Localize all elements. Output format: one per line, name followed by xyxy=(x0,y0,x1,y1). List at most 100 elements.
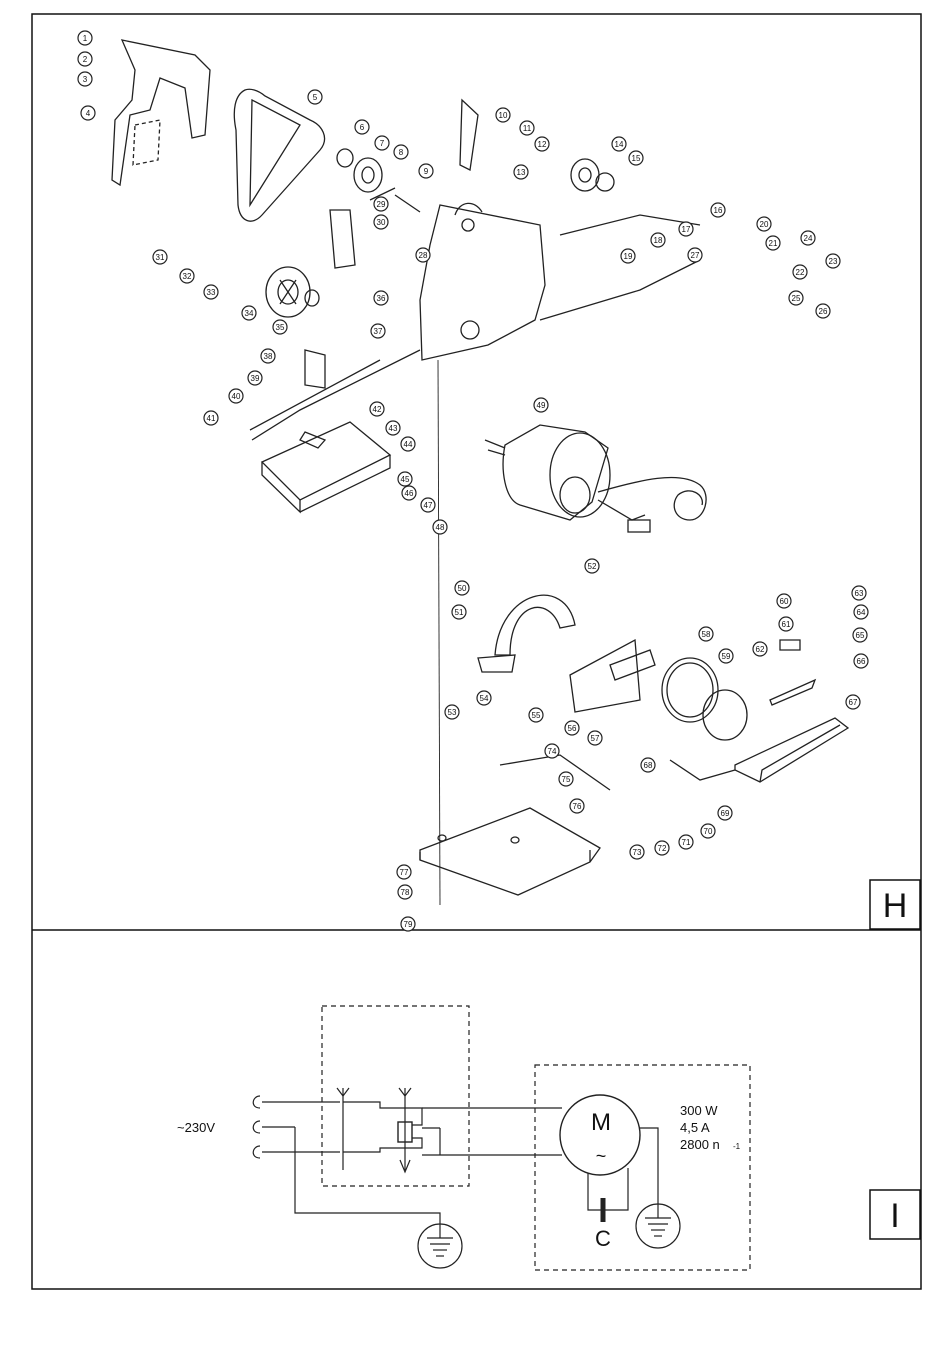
callout-number: 79 xyxy=(404,920,413,929)
panel-i-letter: I xyxy=(890,1197,899,1235)
disc-1 xyxy=(662,658,718,722)
callout-number: 36 xyxy=(377,294,386,303)
callout-number: 1 xyxy=(83,34,88,43)
callout-number: 6 xyxy=(360,123,365,132)
callout-number: 34 xyxy=(245,309,254,318)
callout-number: 66 xyxy=(857,657,866,666)
pulley-2 xyxy=(571,159,599,191)
capacitor-label: C xyxy=(595,1226,611,1251)
callout-number: 41 xyxy=(207,414,216,423)
callout-number: 27 xyxy=(691,251,700,260)
ground-symbol-motor xyxy=(636,1204,680,1248)
callout-number: 63 xyxy=(855,589,864,598)
callout-number: 58 xyxy=(702,630,711,639)
callout-number: 51 xyxy=(455,608,464,617)
callout-number: 46 xyxy=(405,489,414,498)
callout-number: 11 xyxy=(523,124,532,133)
base-plate xyxy=(420,808,600,895)
tool-rest xyxy=(262,422,390,500)
callout-number: 19 xyxy=(624,252,633,261)
callout-number: 23 xyxy=(829,257,838,266)
callout-number: 47 xyxy=(424,501,433,510)
callout-number: 9 xyxy=(424,167,429,176)
callout-number: 70 xyxy=(704,827,713,836)
pulley-1 xyxy=(354,158,382,192)
callout-number: 77 xyxy=(400,868,409,877)
callout-number: 5 xyxy=(313,93,318,102)
callout-number: 15 xyxy=(632,154,641,163)
ground-symbol-supply xyxy=(418,1224,462,1268)
callout-number: 48 xyxy=(436,523,445,532)
callout-number: 78 xyxy=(401,888,410,897)
supply-voltage-label: ~230V xyxy=(177,1120,215,1135)
callout-number: 24 xyxy=(804,234,813,243)
callout-number: 8 xyxy=(399,148,404,157)
callout-number: 49 xyxy=(537,401,546,410)
callout-number: 57 xyxy=(591,734,600,743)
callout-number: 55 xyxy=(532,711,541,720)
callout-number: 62 xyxy=(756,645,765,654)
callout-number: 69 xyxy=(721,809,730,818)
switch-box xyxy=(322,1006,469,1186)
callout-number: 17 xyxy=(682,225,691,234)
callout-number: 28 xyxy=(419,251,428,260)
callout-number: 75 xyxy=(562,775,571,784)
callout-number: 3 xyxy=(83,75,88,84)
callout-number: 56 xyxy=(568,724,577,733)
callout-number: 26 xyxy=(819,307,828,316)
callout-number: 39 xyxy=(251,374,260,383)
callout-number: 52 xyxy=(588,562,597,571)
callout-number: 37 xyxy=(374,327,383,336)
callout-number: 21 xyxy=(769,239,778,248)
callout-number: 53 xyxy=(448,708,457,717)
callout-number: 30 xyxy=(377,218,386,227)
callout-number: 72 xyxy=(658,844,667,853)
callout-number: 45 xyxy=(401,475,410,484)
callout-number: 67 xyxy=(849,698,858,707)
callout-number: 59 xyxy=(722,652,731,661)
callout-number: 74 xyxy=(548,747,557,756)
callout-number: 50 xyxy=(458,584,467,593)
callout-number: 14 xyxy=(615,140,624,149)
callout-number: 76 xyxy=(573,802,582,811)
callout-number: 71 xyxy=(682,838,691,847)
callout-number: 4 xyxy=(86,109,91,118)
callout-number: 64 xyxy=(857,608,866,617)
belt xyxy=(234,89,324,221)
motor-speed-spec: 2800 n xyxy=(680,1137,720,1152)
motor-power-spec: 300 W xyxy=(680,1103,718,1118)
callout-number: 25 xyxy=(792,294,801,303)
callout-number: 32 xyxy=(183,272,192,281)
right-work-rest xyxy=(735,718,848,782)
callout-number: 20 xyxy=(760,220,769,229)
callout-number: 43 xyxy=(389,424,398,433)
callout-number: 40 xyxy=(232,392,241,401)
plug-pin-3 xyxy=(253,1146,275,1158)
motor-symbol-label: M xyxy=(591,1109,611,1136)
callout-number: 18 xyxy=(654,236,663,245)
motor-box xyxy=(535,1065,750,1270)
wiring-diagram xyxy=(253,1006,750,1270)
callout-number: 13 xyxy=(517,168,526,177)
motor-speed-exponent: -1 xyxy=(733,1142,741,1151)
callout-number: 61 xyxy=(782,620,791,629)
callout-number: 38 xyxy=(264,352,273,361)
callout-number: 68 xyxy=(644,761,653,770)
callout-number: 29 xyxy=(377,200,386,209)
exploded-parts-drawing xyxy=(112,40,848,905)
callout-number: 10 xyxy=(499,111,508,120)
callout-number: 33 xyxy=(207,288,216,297)
callout-number: 42 xyxy=(373,405,382,414)
main-housing xyxy=(420,205,545,360)
disc-2 xyxy=(703,690,747,740)
motor-current-spec: 4,5 A xyxy=(680,1120,710,1135)
motor-ac-symbol: ~ xyxy=(596,1146,607,1166)
callout-number: 7 xyxy=(380,139,385,148)
callout-number: 12 xyxy=(538,140,547,149)
callout-number: 16 xyxy=(714,206,723,215)
panel-h-letter: H xyxy=(883,887,908,925)
eye-shield-bracket xyxy=(495,595,575,655)
part-callouts: 1234567891011121314151617181920212223242… xyxy=(78,31,868,931)
callout-number: 2 xyxy=(83,55,88,64)
